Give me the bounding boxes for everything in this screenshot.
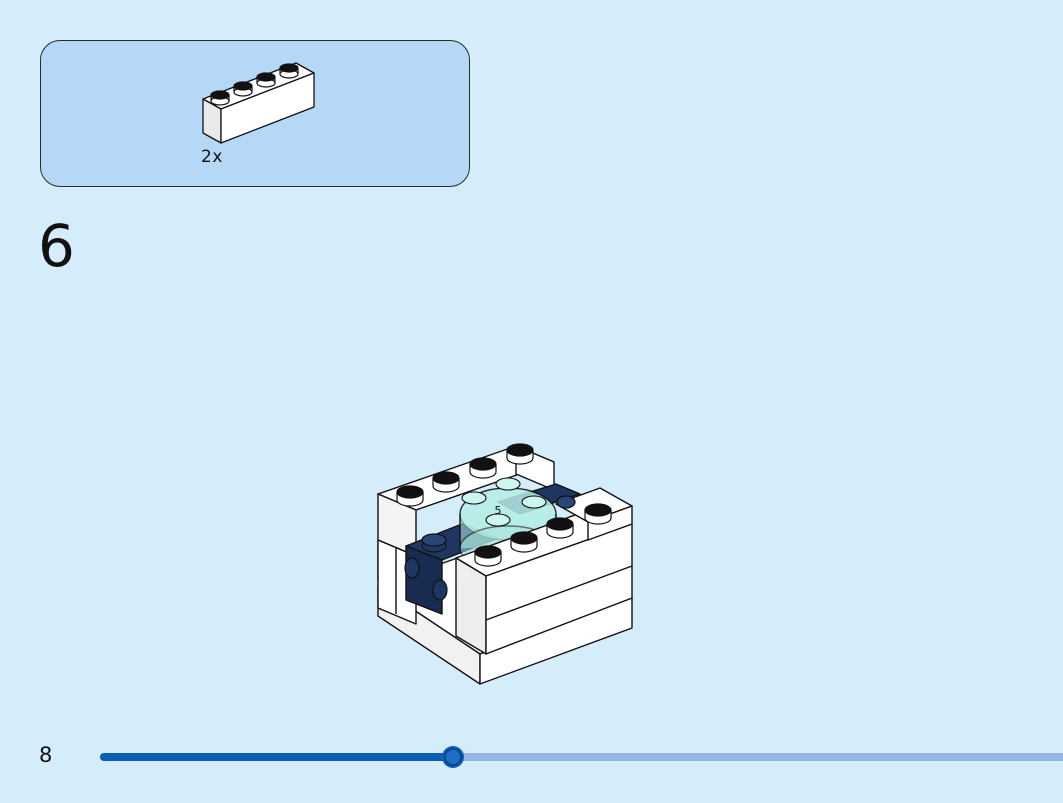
part-quantity: 2x <box>201 147 223 167</box>
parts-callout: 2x <box>40 40 470 187</box>
step-number: 6 <box>38 212 75 280</box>
svg-text:5: 5 <box>495 504 502 517</box>
progress-bar <box>100 746 1063 768</box>
white-1x4-brick-icon <box>202 62 315 144</box>
progress-track <box>100 753 1063 761</box>
page-number: 8 <box>39 743 53 767</box>
build-model-illustration: 5 <box>377 443 633 685</box>
progress-indicator-icon <box>442 746 465 768</box>
progress-fill <box>100 753 454 761</box>
